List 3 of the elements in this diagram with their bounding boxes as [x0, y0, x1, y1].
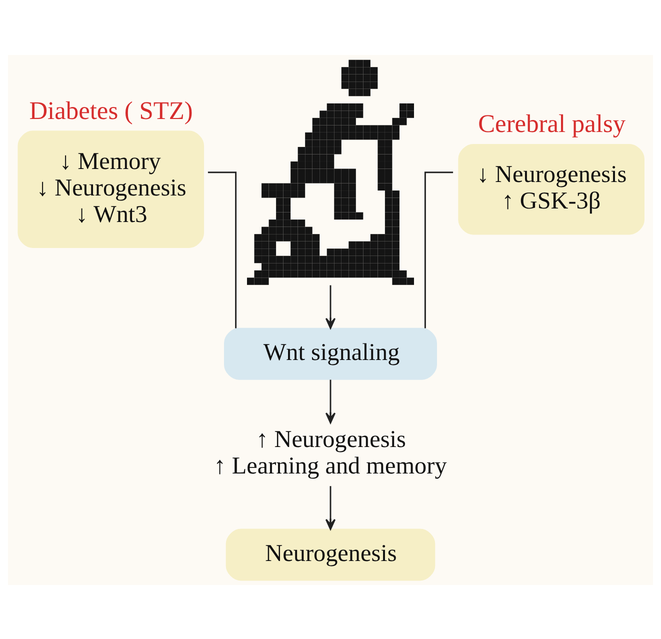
node-text: ↑ Neurogenesis ↑ Learning and memory [214, 426, 447, 480]
node-label: Diabetes ( STZ) [29, 96, 193, 124]
node-label: Cerebral palsy [478, 110, 626, 138]
